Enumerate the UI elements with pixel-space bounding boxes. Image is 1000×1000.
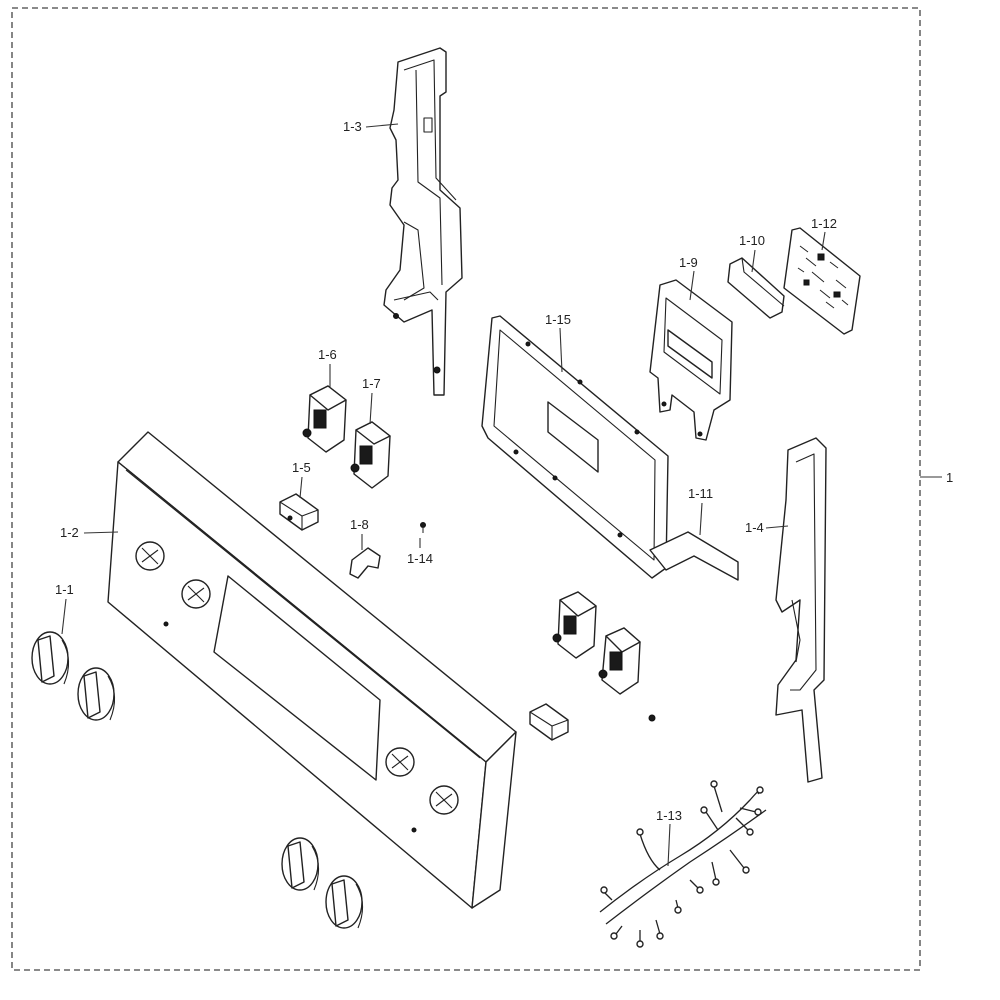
panel-knob-hole-1 [135, 541, 165, 571]
assembly-frame [11, 7, 921, 971]
label-1-3: 1-3 [343, 119, 362, 134]
ribbon-cable-part [649, 531, 739, 581]
label-1-9: 1-11 [688, 486, 713, 501]
leader-1-1 [61, 598, 67, 635]
label-1-5: 1-5 [292, 460, 311, 475]
pcb-holder-part [649, 279, 733, 441]
switch-1-7-part [350, 421, 391, 489]
knob-3 [281, 837, 320, 891]
wire-harness-connectors [600, 780, 764, 948]
label-1-10: 1-9 [679, 255, 698, 270]
label-1-8: 1-8 [350, 517, 369, 532]
leader-1-13 [667, 823, 671, 867]
switch-right-upper [552, 591, 597, 659]
control-panel-part [107, 431, 517, 909]
pcb-cover-part [727, 257, 785, 319]
wire-harness-part [599, 785, 767, 942]
label-1-14: 1-14 [407, 551, 433, 566]
left-bracket-part [383, 47, 463, 396]
screw-part [420, 522, 426, 533]
leader-1-10 [689, 270, 695, 301]
label-1-6: 1-6 [318, 347, 337, 362]
leader-1-5 [299, 476, 303, 499]
display-gasket-part [481, 315, 669, 579]
label-1-2: 1-2 [60, 525, 79, 540]
leader-1-2 [83, 531, 119, 534]
leader-1-12 [821, 231, 826, 251]
knob-1-1-part [31, 631, 70, 685]
label-1-1: 1-1 [55, 582, 74, 597]
leader-1-3 [365, 123, 399, 128]
knob-2 [77, 667, 116, 721]
panel-knob-hole-4 [429, 785, 459, 815]
panel-knob-hole-3 [385, 747, 415, 777]
label-1-4: 1-4 [745, 520, 764, 535]
label-1-15: 1-15 [545, 312, 571, 327]
knob-4 [325, 875, 364, 929]
leader-1-11 [751, 249, 756, 273]
label-1-11: 1-10 [739, 233, 765, 248]
screw-right [648, 714, 656, 722]
label-1-7: 1-7 [362, 376, 381, 391]
switch-right-lower [598, 627, 641, 695]
leader-1-7 [369, 392, 373, 425]
label-1-12: 1-12 [811, 216, 837, 231]
leader-1-9 [699, 502, 703, 536]
leader-1-4 [765, 525, 789, 529]
assembly-label: 1 [946, 470, 953, 485]
panel-knob-hole-2 [181, 579, 211, 609]
leader-1-15 [559, 327, 563, 373]
pcb-part [783, 227, 861, 335]
right-bracket-part [775, 437, 827, 783]
switch-block-right [529, 703, 569, 741]
switch-block-part [279, 493, 319, 531]
label-1-13: 1-13 [656, 808, 682, 823]
clip-part [349, 547, 381, 579]
switch-1-6-part [302, 385, 347, 453]
